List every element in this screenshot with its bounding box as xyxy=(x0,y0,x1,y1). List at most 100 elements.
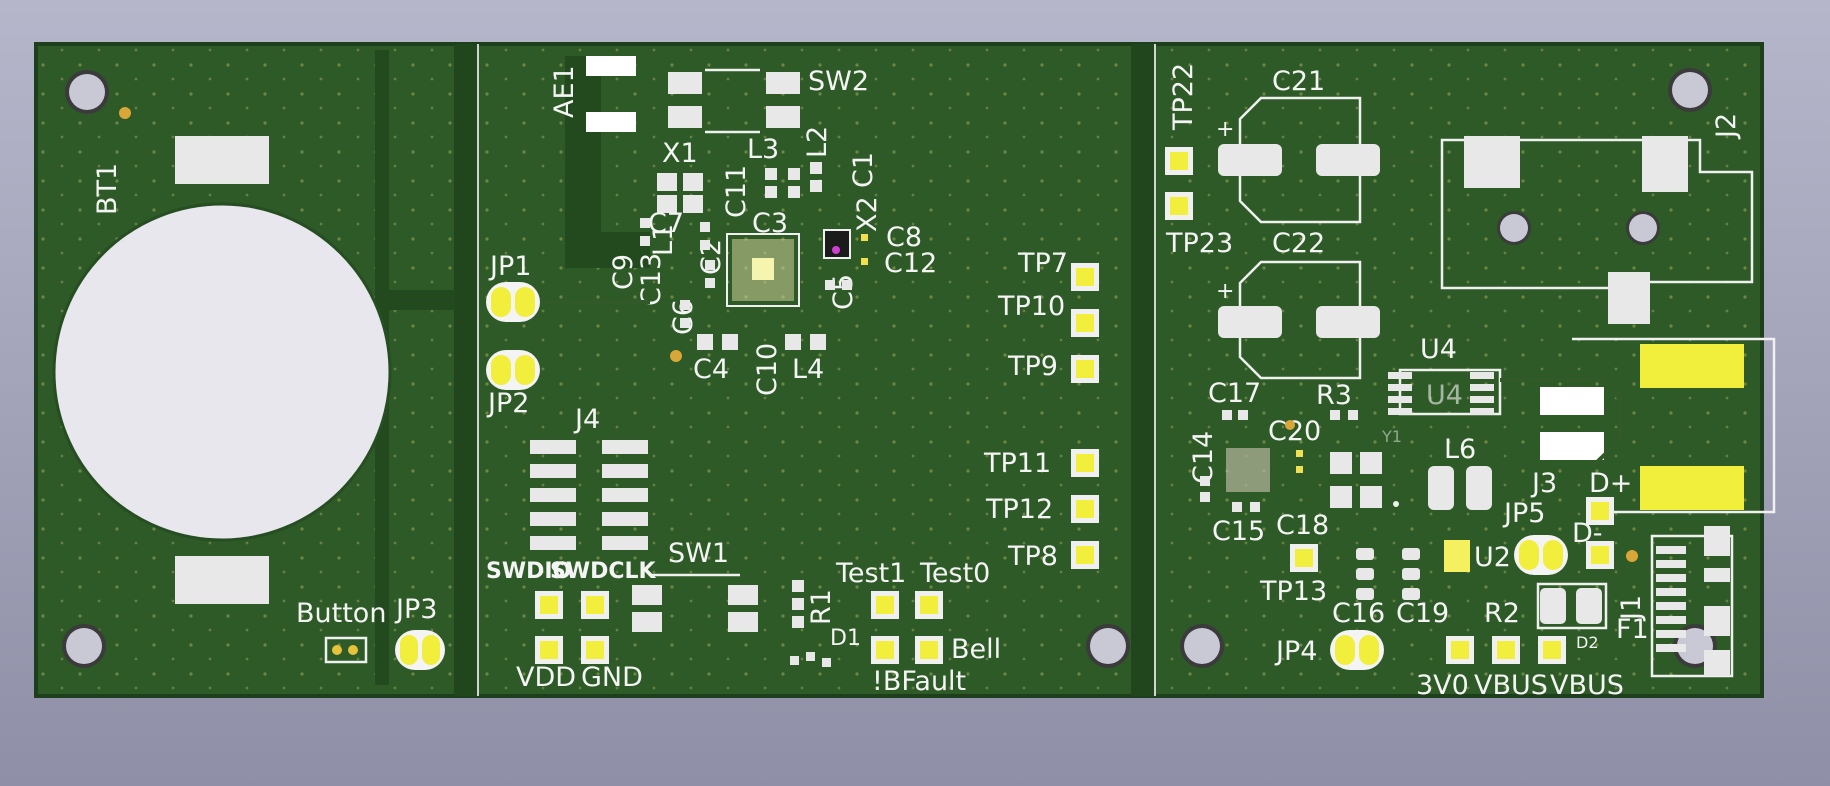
label-l3: L3 xyxy=(747,134,779,165)
diode-d2-area xyxy=(1536,582,1608,630)
label-u4: U4 xyxy=(1420,334,1457,365)
label-vbus-1: VBUS xyxy=(1474,670,1548,701)
label-plus-c22: + xyxy=(1216,279,1234,304)
label-tp10: TP10 xyxy=(997,291,1065,322)
label-y1: Y1 xyxy=(1381,427,1402,446)
label-c10: C10 xyxy=(752,343,783,396)
label-vdd: VDD xyxy=(516,662,576,693)
inductor-l6 xyxy=(1428,466,1492,510)
mcu-chip xyxy=(726,233,800,307)
label-f1: F1 xyxy=(1616,614,1649,645)
label-jp2: JP2 xyxy=(486,388,529,419)
label-tp9: TP9 xyxy=(1007,351,1058,382)
label-ae1: AE1 xyxy=(549,65,580,118)
ic-u4 xyxy=(1388,368,1502,416)
label-c19: C19 xyxy=(1396,598,1449,629)
panel-divider-left xyxy=(454,44,478,696)
label-bfault: !BFault xyxy=(872,666,966,697)
label-d2: D2 xyxy=(1576,633,1599,652)
swd-test-pads xyxy=(535,591,609,664)
label-dplus: D+ xyxy=(1589,468,1632,499)
label-c8: C8 xyxy=(886,222,922,253)
label-c1: C1 xyxy=(848,152,879,188)
label-r3: R3 xyxy=(1316,380,1352,411)
label-3v0: 3V0 xyxy=(1416,670,1469,701)
label-u4-inner: U4 xyxy=(1426,380,1463,411)
label-x2: X2 xyxy=(852,196,883,232)
label-x1: X1 xyxy=(662,138,698,169)
label-jp4: JP4 xyxy=(1274,636,1317,667)
jumper-jp4 xyxy=(1330,630,1384,670)
passive-pads-rf xyxy=(640,162,868,362)
label-l1: L1 xyxy=(648,224,679,256)
label-sw2: SW2 xyxy=(808,66,869,97)
label-test0: Test0 xyxy=(919,558,990,589)
label-c16: C16 xyxy=(1332,598,1385,629)
label-j2: J2 xyxy=(1711,113,1742,140)
label-vbus-2: VBUS xyxy=(1550,670,1624,701)
label-tp8: TP8 xyxy=(1007,541,1058,572)
battery-holder-bt1 xyxy=(52,107,392,604)
label-c15: C15 xyxy=(1212,516,1265,547)
label-tp13: TP13 xyxy=(1259,576,1327,607)
label-c17: C17 xyxy=(1208,378,1261,409)
label-bt1: BT1 xyxy=(92,163,123,215)
label-plus-c21: + xyxy=(1216,117,1234,142)
label-swdclk: SWDCLK xyxy=(550,559,657,584)
label-j4: J4 xyxy=(573,404,600,435)
test-points-usb xyxy=(1586,497,1614,569)
ic-u2 xyxy=(1356,540,1638,600)
label-c18: C18 xyxy=(1276,510,1329,541)
button-connector xyxy=(324,636,368,664)
power-ic-area xyxy=(1200,410,1399,512)
label-c11: C11 xyxy=(721,165,752,218)
label-tp12: TP12 xyxy=(985,494,1053,525)
label-l2: L2 xyxy=(802,126,833,158)
connector-j4 xyxy=(530,440,648,550)
label-j1: J1 xyxy=(1616,595,1647,622)
label-u2: U2 xyxy=(1474,542,1511,573)
label-l4: L4 xyxy=(792,354,824,385)
label-tp11: TP11 xyxy=(983,448,1051,479)
test-point-tp13 xyxy=(1290,544,1318,572)
test-points-power xyxy=(1446,636,1566,664)
antenna-ae1 xyxy=(565,56,650,268)
label-c21: C21 xyxy=(1272,66,1325,97)
label-swdio: SWDIO xyxy=(486,559,571,584)
jumper-jp3 xyxy=(395,630,445,670)
label-tp7: TP7 xyxy=(1017,248,1068,279)
jumper-jp5 xyxy=(1514,535,1568,575)
jumper-jp2 xyxy=(486,350,540,390)
label-jp3: JP3 xyxy=(394,594,437,625)
label-c7: C7 xyxy=(648,208,684,239)
barrel-jack-j2 xyxy=(1440,136,1754,324)
label-bell: Bell xyxy=(951,634,1001,665)
label-tp22: TP22 xyxy=(1168,63,1199,131)
label-d1: D1 xyxy=(830,626,861,651)
usb-connector-j3 xyxy=(1540,337,1776,514)
label-c13: C13 xyxy=(636,253,667,306)
crystal-x1 xyxy=(657,173,703,213)
label-c4: C4 xyxy=(693,354,729,385)
label-r2: R2 xyxy=(1484,598,1520,629)
switch-sw2 xyxy=(668,68,800,134)
label-j3: J3 xyxy=(1530,468,1557,499)
label-test1: Test1 xyxy=(835,558,906,589)
label-c14: C14 xyxy=(1188,431,1219,484)
capacitor-c21 xyxy=(1218,96,1380,224)
label-c12: C12 xyxy=(884,248,937,279)
label-jp5: JP5 xyxy=(1502,498,1545,529)
label-button: Button xyxy=(296,598,386,629)
switch-sw1 xyxy=(632,585,758,632)
copper-split-left xyxy=(375,290,455,310)
label-jp1: JP1 xyxy=(488,251,531,282)
test-points-column xyxy=(1071,263,1099,569)
label-sw1: SW1 xyxy=(668,538,729,569)
label-l6: L6 xyxy=(1444,434,1476,465)
test-points-tp22-tp23 xyxy=(1165,147,1193,220)
label-tp23: TP23 xyxy=(1165,228,1233,259)
label-c20: C20 xyxy=(1268,416,1321,447)
usb-connector-j1 xyxy=(1650,526,1734,678)
trace-u4 xyxy=(1500,378,1622,488)
